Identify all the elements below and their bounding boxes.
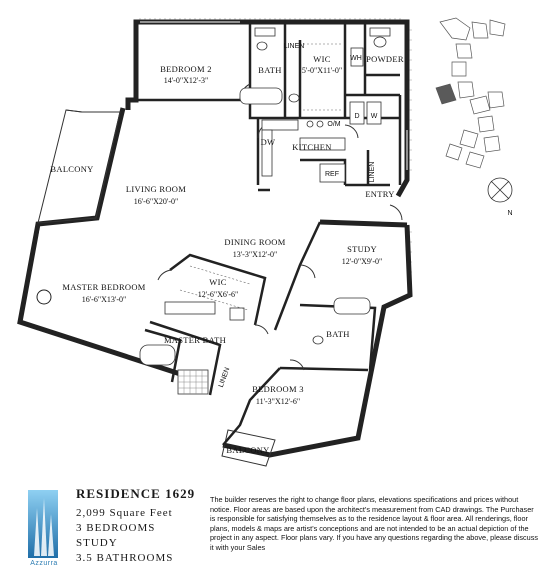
- interior-walls: [136, 22, 402, 446]
- ref-label: REF: [325, 171, 339, 178]
- fixtures: [36, 27, 391, 395]
- compass: N: [487, 177, 513, 217]
- highlighted-unit: [435, 83, 457, 105]
- om-label: O/M: [327, 121, 340, 128]
- wic-master-label: WIC: [209, 277, 226, 287]
- linen-kitchen-label: LINEN: [369, 162, 376, 183]
- exterior-walls: [17, 19, 413, 458]
- linen-top-label: LINEN: [284, 43, 305, 50]
- compass-north-label: N: [507, 210, 512, 217]
- bath-top-label: BATH: [258, 65, 281, 75]
- dw-label: DW: [261, 137, 276, 147]
- bedroom3-label: BEDROOM 3: [252, 384, 304, 394]
- balcony-bottom-label: BALCONY: [226, 445, 269, 455]
- bedroom2-dim: 14'-0"X12'-3": [164, 76, 209, 85]
- residence-study: STUDY: [76, 537, 118, 549]
- master-bed-dim: 16'-6"X13'-0": [82, 295, 127, 304]
- floor-plan: BEDROOM 2 14'-0"X12'-3" BATH LINEN WIC 5…: [17, 17, 513, 467]
- study-dim: 12'-0"X9'-0": [342, 257, 383, 266]
- study-label: STUDY: [347, 244, 377, 254]
- azzurra-logo-icon: [28, 490, 58, 558]
- linen-master-label: LINEN: [218, 367, 232, 389]
- wic-top-label: WIC: [313, 54, 330, 64]
- dining-dim: 13'-3"X12'-0": [233, 250, 278, 259]
- residence-bathrooms: 3.5 BATHROOMS: [76, 552, 174, 564]
- residence-title: RESIDENCE 1629: [76, 486, 196, 501]
- residence-area: 2,099 Square Feet: [76, 507, 173, 519]
- logo-text: Azzurra: [30, 560, 58, 567]
- disclaimer-text: The builder reserves the right to change…: [210, 495, 539, 552]
- bedroom2-label: BEDROOM 2: [160, 64, 212, 74]
- powder-label: POWDER: [366, 54, 404, 64]
- closet-rails: [179, 43, 342, 311]
- entry-label: ENTRY: [365, 189, 394, 199]
- title-block: RESIDENCE 1629 2,099 Square Feet 3 BEDRO…: [76, 486, 195, 566]
- w-label: W: [371, 113, 378, 120]
- master-bath-label: MASTER BATH: [164, 335, 226, 345]
- windows: [29, 21, 408, 301]
- wic-top-dim: 5'-0"X11'-0": [302, 66, 342, 75]
- dining-label: DINING ROOM: [224, 237, 285, 247]
- residence-bedrooms: 3 BEDROOMS: [76, 522, 156, 534]
- balcony-left-label: BALCONY: [50, 164, 93, 174]
- bath-right-label: BATH: [326, 329, 349, 339]
- kitchen-label: KITCHEN: [292, 142, 331, 152]
- master-bed-label: MASTER BEDROOM: [62, 282, 145, 292]
- living-dim: 16'-6"X20'-0": [134, 197, 179, 206]
- balcony-bottom: [221, 429, 276, 467]
- wh-label: WH: [350, 55, 362, 62]
- living-label: LIVING ROOM: [126, 184, 186, 194]
- building-keyplan: [435, 17, 506, 169]
- d-label: D: [354, 113, 359, 120]
- wic-master-dim: 12'-6"X6'-6": [198, 290, 239, 299]
- balcony-left: [37, 109, 121, 224]
- bedroom3-dim: 11'-3"X12'-6": [256, 397, 300, 406]
